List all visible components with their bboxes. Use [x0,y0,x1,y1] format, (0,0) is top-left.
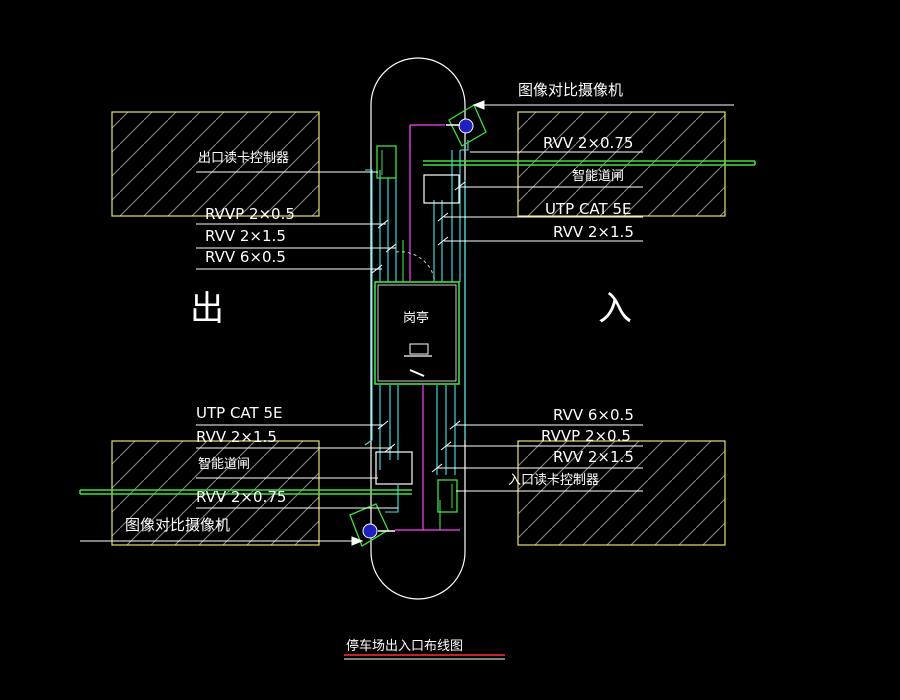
traffic-island [370,57,466,600]
label-rvv-15-top-left: RVV 2×1.5 [205,227,286,245]
barrier-arm-bottom [79,489,412,495]
label-rvv-075-bottom: RVV 2×0.75 [196,488,286,506]
label-camera-top: 图像对比摄像机 [518,81,623,99]
label-utp-bottom: UTP CAT 5E [196,404,282,422]
label-rvv-15-top-right: RVV 2×1.5 [553,223,634,241]
label-entry-reader: 入口读卡控制器 [508,473,599,488]
exit-card-reader-device [376,145,397,179]
label-rvvp-top: RVVP 2×0.5 [205,205,295,223]
label-rvv-15-bottom-right: RVV 2×1.5 [553,448,634,466]
hatched-zone-top-left [111,111,320,217]
label-entry-char: 入 [598,289,632,329]
cable-runs-cyan [364,125,469,513]
label-rvv-6-bottom: RVV 6×0.5 [553,406,634,424]
entry-card-reader-device [437,479,458,513]
label-cable-rvv-075-top: RVV 2×0.75 [543,134,633,152]
barrier-gate-bottom-device [375,451,413,485]
label-camera-bottom: 图像对比摄像机 [125,516,230,534]
label-rvv-6-top: RVV 6×0.5 [205,248,286,266]
label-rvv-15-bottom-left: RVV 2×1.5 [196,428,277,446]
barrier-arm-top [423,160,756,166]
door-swing-arc [395,251,436,283]
diagram-title: 停车场出入口布线图 [346,638,463,654]
label-rvvp-bottom: RVVP 2×0.5 [541,427,631,445]
label-utp-top: UTP CAT 5E [545,200,631,218]
barrier-gate-top-device [423,174,460,204]
label-booth: 岗亭 [403,310,429,326]
label-gate-top: 智能道闸 [572,169,624,184]
label-gate-bottom: 智能道闸 [198,457,250,472]
hatched-zone-bottom-right [517,440,726,546]
label-exit-reader: 出口读卡控制器 [198,151,289,166]
hatched-zone-bottom-left [111,440,320,546]
label-exit-char: 出 [190,289,224,329]
cable-ticks [371,181,466,473]
cable-runs-magenta [395,124,460,531]
booth-icon [374,281,460,385]
leader-lines [80,100,734,546]
cable-runs-green [402,240,441,530]
hatched-zone-top-right [517,111,726,217]
camera-top-icon [446,104,487,147]
